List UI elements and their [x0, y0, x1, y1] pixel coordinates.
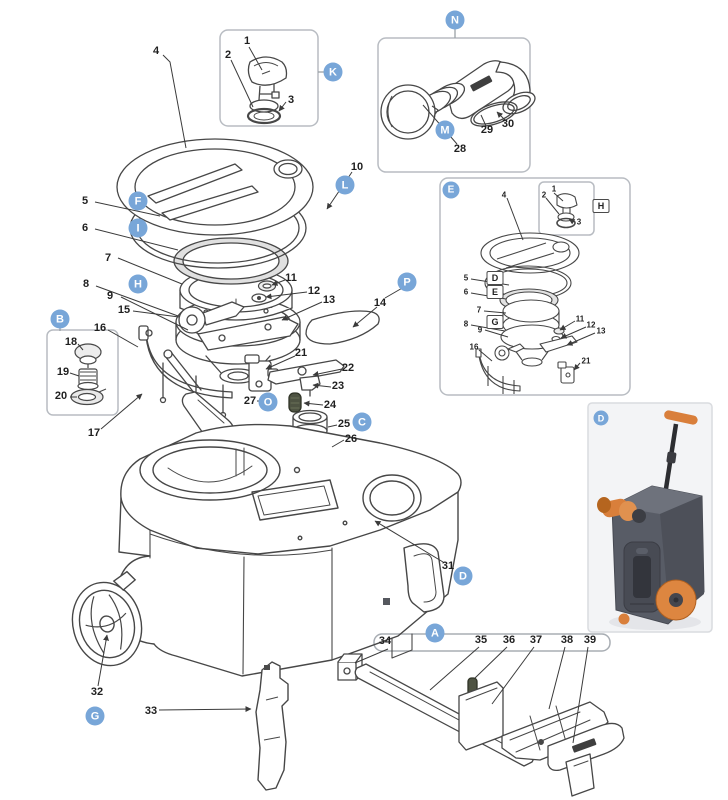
kit-badge-C: C: [352, 412, 372, 432]
part-number-36: 36: [502, 634, 516, 646]
part-number-3: 3: [287, 94, 295, 106]
e-box-number-2: 2: [541, 190, 547, 200]
kit-badge-F: F: [128, 191, 148, 211]
part-number-27: 27: [243, 395, 257, 407]
part-number-19: 19: [56, 366, 70, 378]
kit-badge-D-photo: D: [593, 410, 609, 426]
part-number-17: 17: [87, 427, 101, 439]
kit-badge-D-tank: D: [453, 566, 473, 586]
handle-33-drawing: [255, 661, 289, 791]
part-number-39: 39: [583, 634, 597, 646]
part-number-21: 21: [294, 347, 308, 359]
kit-badge-N: N: [445, 10, 465, 30]
part-number-15: 15: [117, 304, 131, 316]
part-number-2: 2: [224, 49, 232, 61]
part-number-34: 34: [378, 635, 392, 647]
disc-arm-drawing: [178, 301, 245, 334]
part-number-24: 24: [323, 399, 337, 411]
bracket-A-outline: [373, 633, 611, 652]
part-number-14: 14: [373, 297, 387, 309]
kit-key-G: G: [486, 315, 504, 329]
kit-E-parts: [475, 193, 580, 394]
spring-24-drawing: [288, 392, 302, 413]
part-number-30: 30: [501, 118, 515, 130]
kit-badge-H: H: [128, 274, 148, 294]
blade-14-drawing: [305, 310, 380, 345]
kit-A-parts: [337, 653, 625, 797]
e-box-number-8: 8: [463, 319, 469, 329]
part-number-8: 8: [82, 278, 90, 290]
kit-badge-M: M: [435, 120, 455, 140]
kit-key-D: D: [486, 271, 504, 285]
e-box-number-5: 5: [463, 273, 469, 283]
e-box-number-7: 7: [476, 305, 482, 315]
e-box-number-16: 16: [469, 342, 479, 352]
part-number-38: 38: [560, 634, 574, 646]
part-number-12: 12: [307, 285, 321, 297]
part-number-26: 26: [344, 433, 358, 445]
bracket-13-drawing: [197, 316, 299, 351]
part-number-35: 35: [474, 634, 488, 646]
e-box-number-1: 1: [551, 184, 557, 194]
part-number-37: 37: [529, 634, 543, 646]
part-number-28: 28: [453, 143, 467, 155]
kit-badge-O: O: [258, 392, 278, 412]
e-box-number-13: 13: [596, 326, 606, 336]
lever-22-drawing: [267, 359, 345, 385]
part-number-10: 10: [350, 161, 364, 173]
part-number-5: 5: [81, 195, 89, 207]
part-number-20: 20: [54, 390, 68, 402]
part-number-32: 32: [90, 686, 104, 698]
kit-badge-I: I: [128, 218, 148, 238]
kit-key-E: E: [486, 285, 504, 299]
box-B: [46, 329, 119, 416]
kit-badge-A: A: [425, 623, 445, 643]
mount-plate-39: [547, 722, 625, 797]
kit-N-parts: [380, 60, 536, 140]
waste-tank-photo: [597, 410, 705, 630]
part-number-1: 1: [243, 35, 251, 47]
axle-block-34: [337, 653, 363, 681]
part-number-9: 9: [106, 290, 114, 302]
lid-drawing: [116, 138, 314, 236]
kit-badge-K: K: [323, 62, 343, 82]
kit-badge-B: B: [50, 309, 70, 329]
e-box-number-11: 11: [575, 314, 585, 324]
part-number-13: 13: [322, 294, 336, 306]
e-box-number-4: 4: [501, 190, 507, 200]
part-number-29: 29: [480, 124, 494, 136]
part-number-18: 18: [64, 336, 78, 348]
part-number-4: 4: [152, 45, 160, 57]
e-box-number-9: 9: [477, 325, 483, 335]
kit-key-H: H: [592, 199, 610, 213]
box-K: [219, 29, 319, 127]
kit-badge-G: G: [85, 706, 105, 726]
part-number-25: 25: [337, 418, 351, 430]
part-number-11: 11: [285, 272, 297, 284]
part-number-23: 23: [331, 380, 345, 392]
part-number-16: 16: [93, 322, 107, 334]
part-number-33: 33: [144, 705, 158, 717]
e-box-number-12: 12: [586, 320, 596, 330]
e-box-number-3: 3: [576, 217, 582, 227]
kit-K-parts: [246, 56, 288, 125]
grommets-drawing: [251, 280, 277, 303]
kit-badge-P: P: [397, 272, 417, 292]
kit-badge-E: E: [442, 181, 460, 199]
part-number-31: 31: [441, 560, 455, 572]
part-number-22: 22: [341, 362, 355, 374]
box-E: [439, 177, 631, 396]
kit-badge-L: L: [335, 175, 355, 195]
wheel-drawing: [71, 570, 143, 667]
part-23-drawing: [299, 375, 321, 397]
e-box-number-6: 6: [463, 287, 469, 297]
part-number-6: 6: [81, 222, 89, 234]
kit-B-parts: [70, 343, 107, 406]
part-number-7: 7: [104, 252, 112, 264]
tank-body-drawing: [115, 423, 462, 677]
e-box-number-21: 21: [581, 356, 591, 366]
